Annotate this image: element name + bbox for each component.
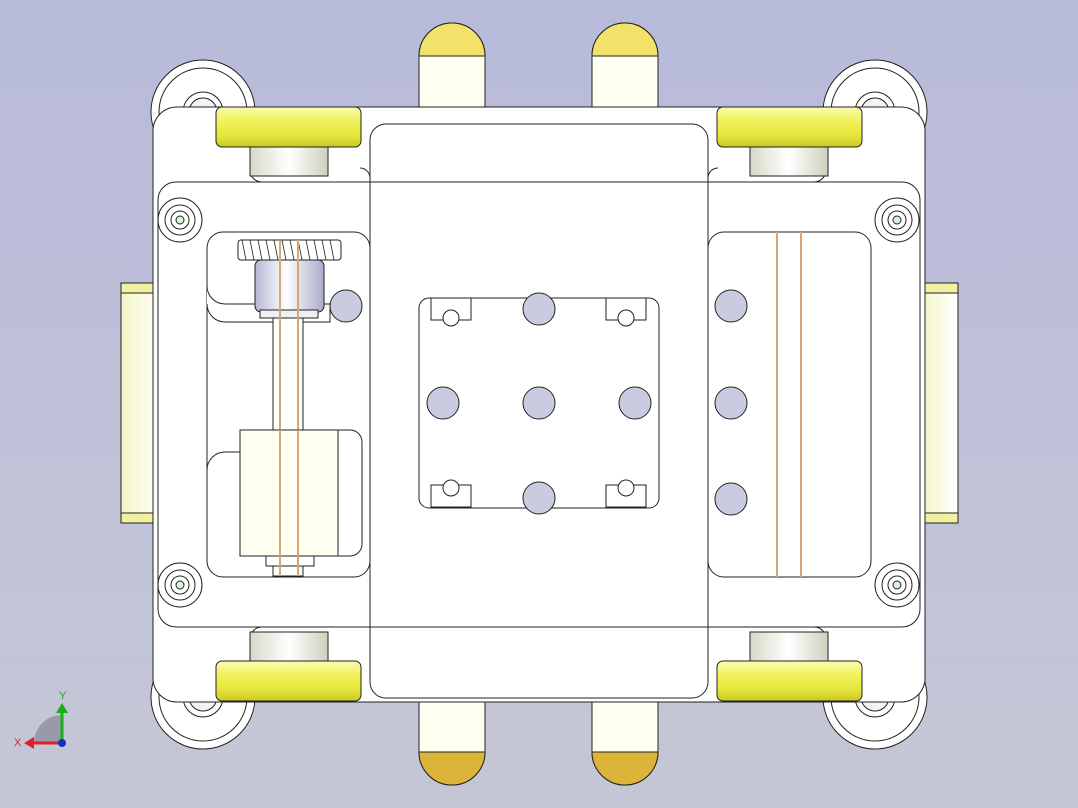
shaft-right (776, 232, 802, 577)
orientation-triad[interactable]: Y X (14, 690, 68, 749)
center-top-plate (369, 123, 709, 699)
robot-model[interactable] (120, 22, 959, 786)
bearing-block (239, 429, 363, 576)
x-axis-label: X (14, 737, 22, 749)
post-bottom-right (591, 682, 659, 786)
standoff-tl (430, 297, 472, 327)
standoff-br (605, 479, 647, 508)
wheel-bottom-right (716, 660, 863, 702)
x-axis-arrow (24, 737, 34, 749)
wheel-top-left (215, 106, 362, 148)
post-top-right (591, 22, 659, 126)
motor-can (254, 259, 325, 319)
wheel-hub-top-right (749, 145, 829, 177)
wheel-hub-bottom-right (749, 631, 829, 663)
center-window-holes (426, 292, 652, 515)
gear (237, 239, 342, 261)
screw-top-left (157, 197, 203, 243)
pocket-right-holes (714, 289, 748, 516)
triad-quadrant (34, 715, 62, 743)
chassis-inner-frame (157, 181, 921, 628)
wheel-top-right (716, 106, 863, 148)
standoff-tr (605, 297, 647, 327)
standoff-bl (430, 479, 472, 508)
post-bottom-left (418, 682, 486, 786)
y-axis-arrow (56, 703, 68, 713)
pocket-right (707, 231, 872, 578)
screw-bottom-left (157, 562, 203, 608)
screw-top-right (874, 197, 920, 243)
screw-bottom-right (874, 562, 920, 608)
wheel-hub-bottom-left (249, 631, 329, 663)
post-top-left (418, 22, 486, 126)
y-axis-label: Y (59, 690, 67, 702)
wheel-hub-top-left (249, 145, 329, 177)
z-axis-dot (58, 739, 66, 747)
bearing-bracket (206, 451, 240, 471)
wheel-bottom-left (215, 660, 362, 702)
